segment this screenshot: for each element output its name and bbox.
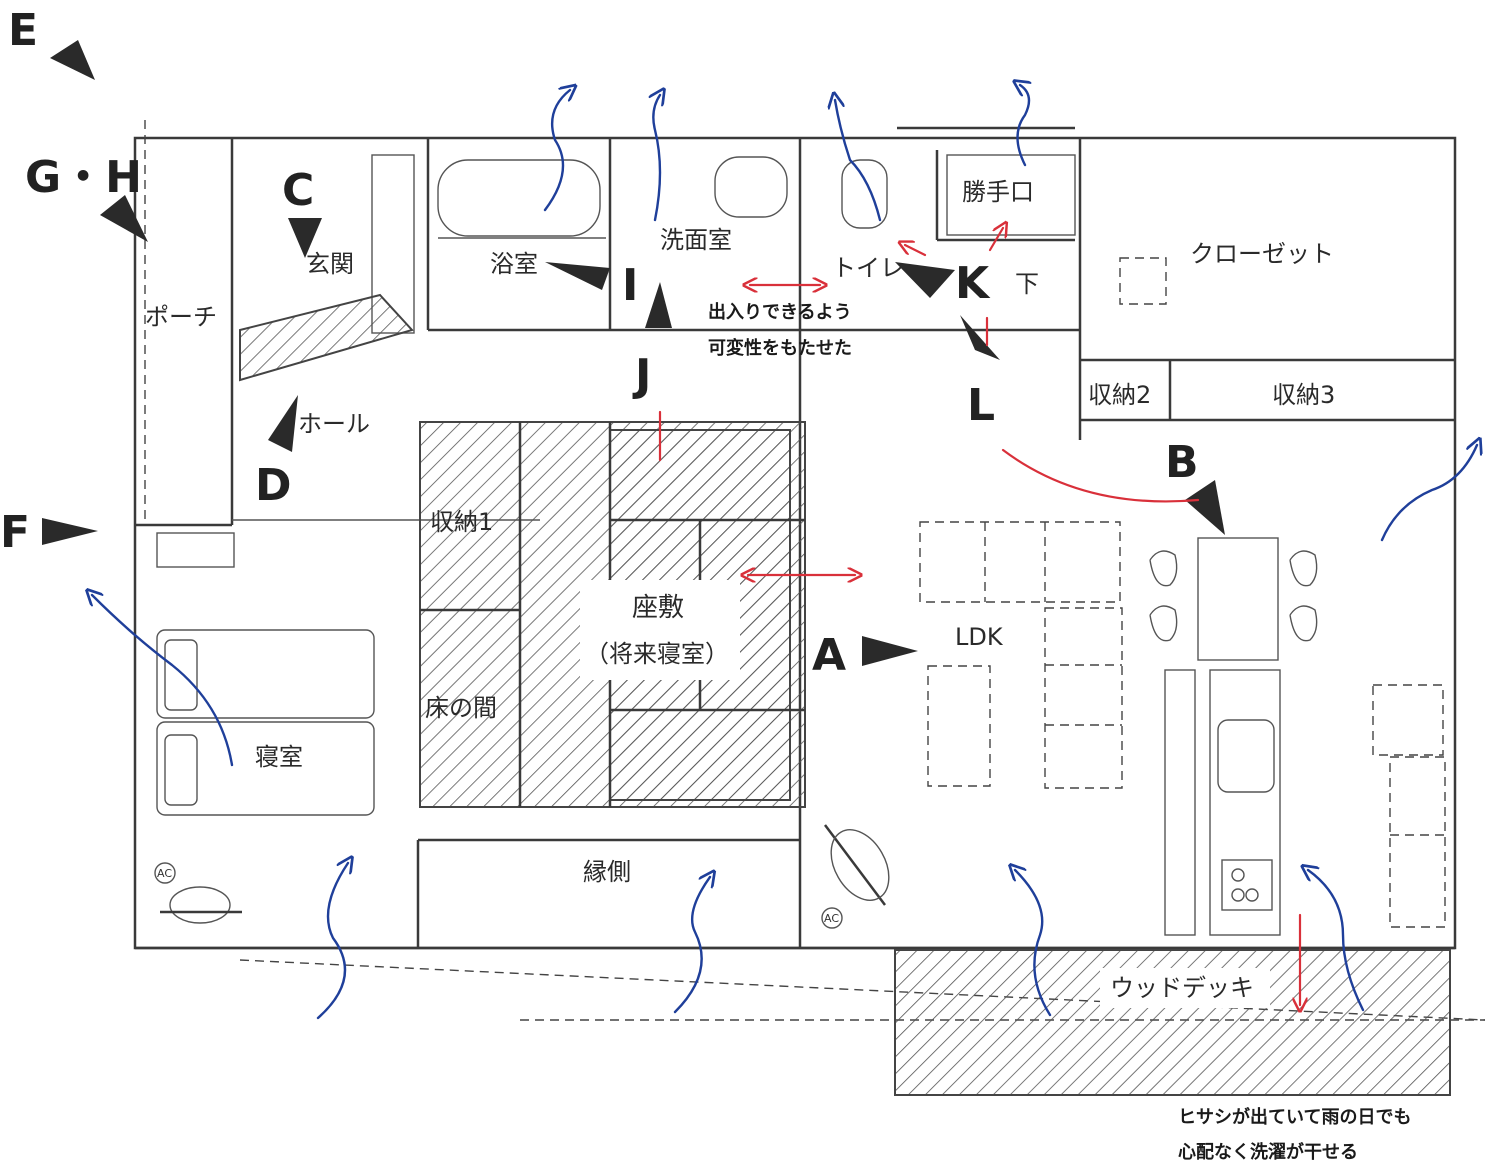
red-annotations bbox=[658, 228, 1300, 1005]
label-shuno2: 収納2 bbox=[1088, 381, 1151, 409]
marker-b: B bbox=[1165, 437, 1199, 488]
tatami-room bbox=[419, 421, 806, 808]
marker-l: L bbox=[967, 380, 995, 431]
label-senmenshitsu: 洗面室 bbox=[660, 226, 732, 254]
marker-c: C bbox=[282, 165, 314, 216]
marker-a-arrow bbox=[862, 636, 918, 666]
airflow-arrows bbox=[92, 85, 1477, 1020]
label-tokonoma: 床の間 bbox=[425, 694, 497, 722]
label-shuno3: 収納3 bbox=[1272, 381, 1335, 409]
marker-j-arrow bbox=[645, 282, 672, 328]
note-door-1: 出入りできるよう bbox=[708, 301, 852, 323]
label-porch: ポーチ bbox=[145, 303, 217, 331]
label-shita: 下 bbox=[1015, 270, 1039, 298]
marker-e: E bbox=[8, 5, 38, 56]
label-yokushitsu: 浴室 bbox=[490, 250, 538, 278]
marker-b-arrow bbox=[1185, 480, 1225, 535]
marker-k-arrow bbox=[895, 262, 955, 298]
ac-ldk: AC bbox=[824, 912, 839, 925]
label-toire: トイレ bbox=[832, 254, 904, 282]
marker-l-arrow bbox=[960, 315, 1000, 360]
note-deck-1: ヒサシが出ていて雨の日でも bbox=[1178, 1106, 1411, 1128]
marker-gh-arrow bbox=[100, 195, 148, 242]
marker-gh: G・H bbox=[25, 152, 142, 203]
label-engawa: 縁側 bbox=[583, 858, 631, 886]
note-door-2: 可変性をもたせた bbox=[708, 337, 852, 359]
marker-a: A bbox=[812, 630, 846, 681]
label-shuno1: 収納1 bbox=[430, 508, 493, 536]
marker-i-arrow bbox=[545, 262, 610, 290]
label-zashiki-sub: （将来寝室） bbox=[585, 640, 729, 668]
marker-f-arrow bbox=[42, 518, 98, 545]
marker-j: J bbox=[632, 350, 651, 401]
room-labels: 玄関 浴室 洗面室 トイレ 勝手口 クローゼット 下 ポーチ ホール 収納1 収… bbox=[145, 178, 1335, 1002]
marker-i: I bbox=[622, 260, 638, 311]
label-katteguchi: 勝手口 bbox=[962, 178, 1034, 206]
label-zashiki: 座敷 bbox=[632, 593, 684, 623]
marker-d: D bbox=[255, 460, 292, 511]
label-hall: ホール bbox=[298, 410, 370, 438]
marker-k: K bbox=[955, 258, 991, 309]
marker-f: F bbox=[0, 507, 30, 558]
marker-c-arrow bbox=[288, 218, 322, 258]
label-wood-deck: ウッドデッキ bbox=[1110, 974, 1254, 1002]
notes: 出入りできるよう 可変性をもたせた ヒサシが出ていて雨の日でも 心配なく洗濯が干… bbox=[708, 301, 1411, 1163]
label-ldk: LDK bbox=[955, 623, 1004, 651]
marker-e-arrow bbox=[50, 40, 95, 80]
wood-deck bbox=[894, 949, 1451, 1096]
note-deck-2: 心配なく洗濯が干せる bbox=[1178, 1141, 1358, 1163]
label-closet: クローゼット bbox=[1190, 240, 1334, 268]
marker-d-arrow bbox=[268, 395, 298, 452]
label-genkan: 玄関 bbox=[306, 250, 354, 278]
label-shinshitsu: 寝室 bbox=[255, 743, 303, 771]
view-markers: E G・H C F D I J K L B A bbox=[0, 5, 1225, 681]
ac-bedroom: AC bbox=[157, 867, 172, 880]
